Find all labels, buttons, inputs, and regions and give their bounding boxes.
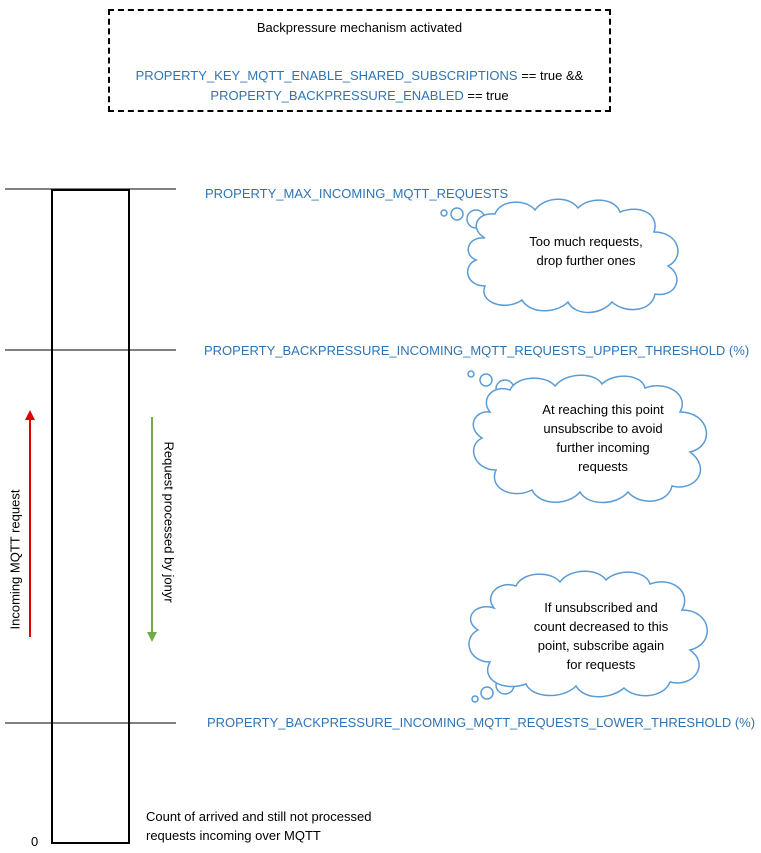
- lower-threshold-label: PROPERTY_BACKPRESSURE_INCOMING_MQTT_REQU…: [207, 715, 756, 730]
- cloud-lower-line: count decreased to this: [533, 619, 669, 634]
- cloud-lower-line: point, subscribe again: [537, 638, 665, 653]
- activation-condition-box: Backpressure mechanism activated PROPERT…: [108, 9, 611, 112]
- cloud-max-line: drop further ones: [536, 253, 636, 268]
- cloud-max-line: Too much requests,: [529, 234, 643, 249]
- count-caption: Count of arrived and still not processed…: [146, 807, 371, 845]
- condition-2-suffix: == true: [463, 88, 509, 103]
- request-queue-bar: [51, 189, 130, 844]
- incoming-mqtt-label: Incoming MQTT request: [7, 489, 23, 630]
- condition-1-suffix: == true &&: [517, 68, 584, 83]
- max-requests-label: PROPERTY_MAX_INCOMING_MQTT_REQUESTS: [205, 186, 509, 201]
- cloud-upper-line: further incoming: [556, 440, 650, 455]
- box-title: Backpressure mechanism activated: [256, 20, 463, 35]
- cloud-lower-text: If unsubscribed and count decreased to t…: [486, 598, 716, 674]
- cloud-upper-line: At reaching this point: [542, 402, 664, 417]
- shared-subscriptions-property: PROPERTY_KEY_MQTT_ENABLE_SHARED_SUBSCRIP…: [135, 68, 518, 83]
- backpressure-enabled-property: PROPERTY_BACKPRESSURE_ENABLED: [210, 88, 464, 103]
- cloud-upper-text: At reaching this point unsubscribe to av…: [488, 400, 718, 476]
- cloud-upper-line: unsubscribe to avoid: [543, 421, 663, 436]
- upper-threshold-label: PROPERTY_BACKPRESSURE_INCOMING_MQTT_REQU…: [204, 343, 750, 358]
- cloud-upper: [467, 370, 708, 504]
- cloud-lower-line: for requests: [566, 657, 636, 672]
- box-condition-line-1: PROPERTY_KEY_MQTT_ENABLE_SHARED_SUBSCRIP…: [110, 68, 609, 83]
- cloud-max: [440, 198, 679, 314]
- count-caption-line: Count of arrived and still not processed: [146, 809, 372, 824]
- cloud-upper-line: requests: [578, 459, 628, 474]
- cloud-lower: [468, 570, 708, 703]
- zero-label: 0: [31, 834, 39, 849]
- count-caption-line: requests incoming over MQTT: [146, 828, 321, 843]
- cloud-lower-line: If unsubscribed and: [544, 600, 658, 615]
- processed-label: Request processed by jonyr: [161, 441, 177, 603]
- box-condition-line-2: PROPERTY_BACKPRESSURE_ENABLED == true: [110, 88, 609, 103]
- cloud-max-text: Too much requests, drop further ones: [488, 232, 684, 270]
